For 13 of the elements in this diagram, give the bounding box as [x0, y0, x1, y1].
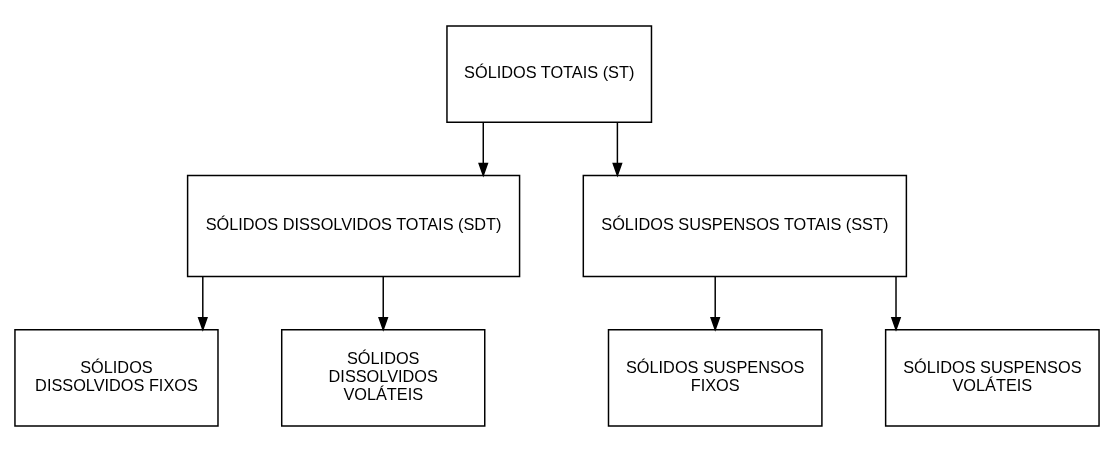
- arrow: [612, 121, 623, 178]
- arrow: [197, 275, 208, 332]
- node-box: SÓLIDOS TOTAIS (ST): [446, 24, 653, 123]
- arrow: [378, 275, 389, 332]
- node-box: SÓLIDOS SUSPENSOS VOLÁTEIS: [884, 328, 1100, 427]
- arrow: [710, 275, 721, 332]
- node-box: SÓLIDOS DISSOLVIDOS TOTAIS (SDT): [186, 174, 521, 277]
- node-box: SÓLIDOS SUSPENSOS FIXOS: [607, 328, 823, 427]
- node-box: SÓLIDOS DISSOLVIDOS VOLÁTEIS: [281, 328, 486, 427]
- node-box: SÓLIDOS DISSOLVIDOS FIXOS: [14, 328, 219, 427]
- arrow: [890, 275, 902, 332]
- node-box: SÓLIDOS SUSPENSOS TOTAIS (SST): [582, 174, 908, 277]
- arrow: [478, 121, 489, 178]
